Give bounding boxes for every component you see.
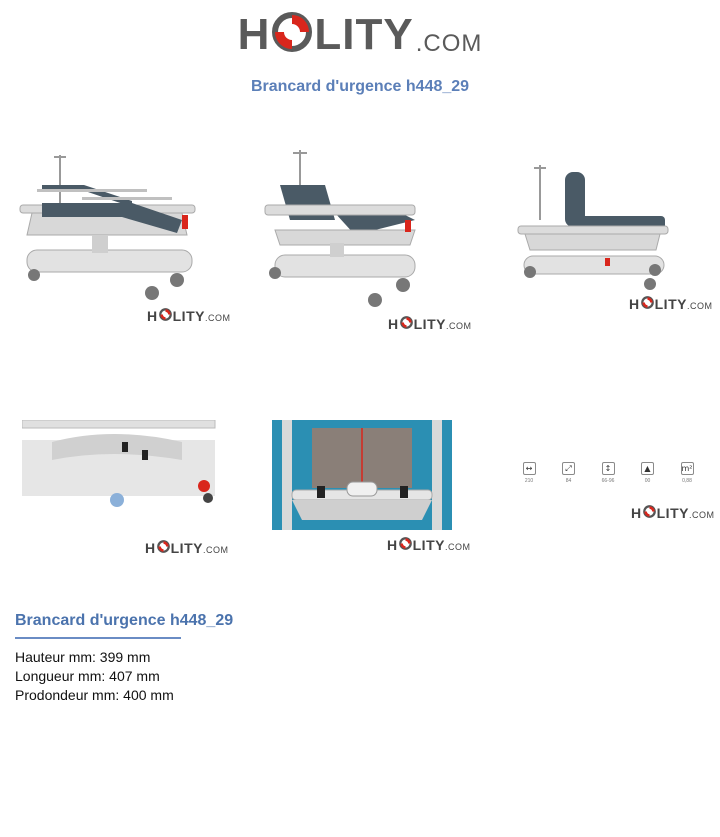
watermark-letter-h: H bbox=[147, 308, 158, 324]
product-image-3[interactable] bbox=[510, 160, 670, 295]
logo-letter-h: H bbox=[237, 10, 271, 59]
watermark-o-icon bbox=[158, 308, 172, 323]
product-image-4[interactable] bbox=[22, 420, 217, 515]
product-image-5[interactable] bbox=[272, 420, 452, 530]
watermark-suffix: .COM bbox=[444, 542, 471, 552]
watermark-1: H LITY .COM bbox=[147, 308, 230, 323]
watermark-suffix: .COM bbox=[445, 321, 472, 331]
watermark-2: H LITY .COM bbox=[388, 316, 471, 331]
section-title: Brancard d'urgence h448_29 bbox=[15, 612, 234, 629]
watermark-o-icon bbox=[640, 296, 654, 311]
diagonal-icon: ⤢ 84 bbox=[558, 462, 580, 484]
logo-o-mark-icon bbox=[272, 12, 313, 57]
spec-icons-row[interactable]: ↔ 210 ⤢ 84 ↕ 66-96 ▲ 00 m² 0,88 bbox=[518, 462, 698, 484]
logo-suffix: .COM bbox=[415, 30, 483, 57]
width-icon: ↔ 210 bbox=[518, 462, 540, 484]
product-image-2[interactable] bbox=[255, 145, 425, 315]
weight-icon: ▲ 00 bbox=[637, 462, 659, 484]
spec-height: Hauteur mm: 399 mm bbox=[15, 649, 151, 665]
spec-list: Hauteur mm: 399 mm Longueur mm: 407 mm P… bbox=[15, 648, 174, 705]
watermark-suffix: .COM bbox=[202, 545, 229, 555]
watermark-letter-h: H bbox=[629, 296, 640, 312]
spec-length: Longueur mm: 407 mm bbox=[15, 668, 160, 684]
watermark-letter-h: H bbox=[388, 316, 399, 332]
watermark-letter-h: H bbox=[631, 505, 642, 521]
watermark-letters: LITY bbox=[413, 316, 446, 332]
watermark-suffix: .COM bbox=[204, 313, 231, 323]
watermark-o-icon bbox=[642, 505, 656, 520]
watermark-letters: LITY bbox=[412, 537, 445, 553]
watermark-letter-h: H bbox=[145, 540, 156, 556]
watermark-suffix: .COM bbox=[686, 301, 713, 311]
watermark-letters: LITY bbox=[654, 296, 687, 312]
watermark-4: H LITY .COM bbox=[145, 540, 228, 555]
height-icon: ↕ 66-96 bbox=[601, 462, 615, 484]
watermark-letters: LITY bbox=[172, 308, 205, 324]
watermark-letter-h: H bbox=[387, 537, 398, 553]
watermark-5: H LITY .COM bbox=[387, 537, 470, 552]
spec-depth: Prodondeur mm: 400 mm bbox=[15, 687, 174, 703]
logo-letters-lity: LITY bbox=[314, 10, 414, 59]
watermark-letters: LITY bbox=[170, 540, 203, 556]
section-underline bbox=[15, 637, 181, 639]
watermark-letters: LITY bbox=[656, 505, 689, 521]
site-logo[interactable]: H LITY .COM bbox=[0, 12, 720, 64]
watermark-o-icon bbox=[398, 537, 412, 552]
watermark-6: H LITY .COM bbox=[631, 505, 714, 520]
watermark-3: H LITY .COM bbox=[629, 296, 712, 311]
watermark-o-icon bbox=[399, 316, 413, 331]
watermark-suffix: .COM bbox=[688, 510, 715, 520]
product-image-1[interactable] bbox=[12, 145, 212, 310]
area-icon: m² 0,88 bbox=[680, 462, 694, 484]
watermark-o-icon bbox=[156, 540, 170, 555]
page-title: Brancard d'urgence h448_29 bbox=[250, 78, 470, 95]
